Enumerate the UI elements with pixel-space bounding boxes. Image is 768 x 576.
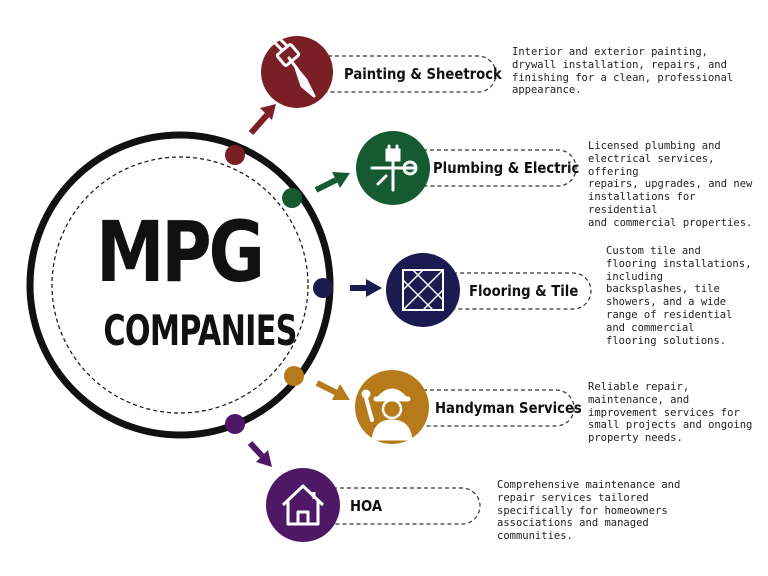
service-label-plumbing: Plumbing & Electric: [433, 159, 580, 177]
service-description-handyman: Reliable repair, maintenance, and improv…: [588, 381, 753, 445]
service-description-plumbing: Licensed plumbing and electrical service…: [588, 140, 753, 229]
dot-flooring: [313, 278, 333, 298]
service-label-flooring: Flooring & Tile: [469, 282, 579, 300]
service-label-painting: Painting & Sheetrock: [344, 65, 502, 83]
service-label-handyman: Handyman Services: [435, 399, 582, 417]
tile-pattern-icon: [386, 253, 460, 327]
inner-dashed-ring: [51, 156, 309, 414]
pill-handyman: [395, 389, 575, 427]
arrow-painting: [248, 104, 276, 135]
paintbrush-icon: [261, 36, 333, 108]
arrow-handyman: [315, 380, 350, 400]
service-description-painting: Interior and exterior painting, drywall …: [512, 46, 734, 97]
pill-hoa: [305, 487, 481, 525]
pill-painting: [300, 55, 497, 93]
arrow-flooring: [350, 279, 382, 297]
service-label-hoa: HOA: [350, 497, 383, 515]
brand-title: MPG: [96, 203, 265, 301]
dot-plumbing: [282, 188, 302, 208]
dot-painting: [225, 145, 245, 165]
house-icon: [266, 468, 340, 542]
arrow-plumbing: [314, 172, 350, 193]
dot-handyman: [284, 366, 304, 386]
handyman-worker-icon: [355, 370, 429, 444]
arrow-hoa: [247, 440, 272, 467]
service-description-hoa: Comprehensive maintenance and repair ser…: [497, 479, 681, 543]
pill-plumbing: [395, 149, 577, 187]
brand-subtitle: COMPANIES: [103, 306, 297, 355]
dot-hoa: [225, 414, 245, 434]
pill-flooring: [425, 272, 592, 310]
service-description-flooring: Custom tile and flooring installations, …: [606, 245, 752, 347]
wrench-plug-icon: [356, 131, 430, 205]
